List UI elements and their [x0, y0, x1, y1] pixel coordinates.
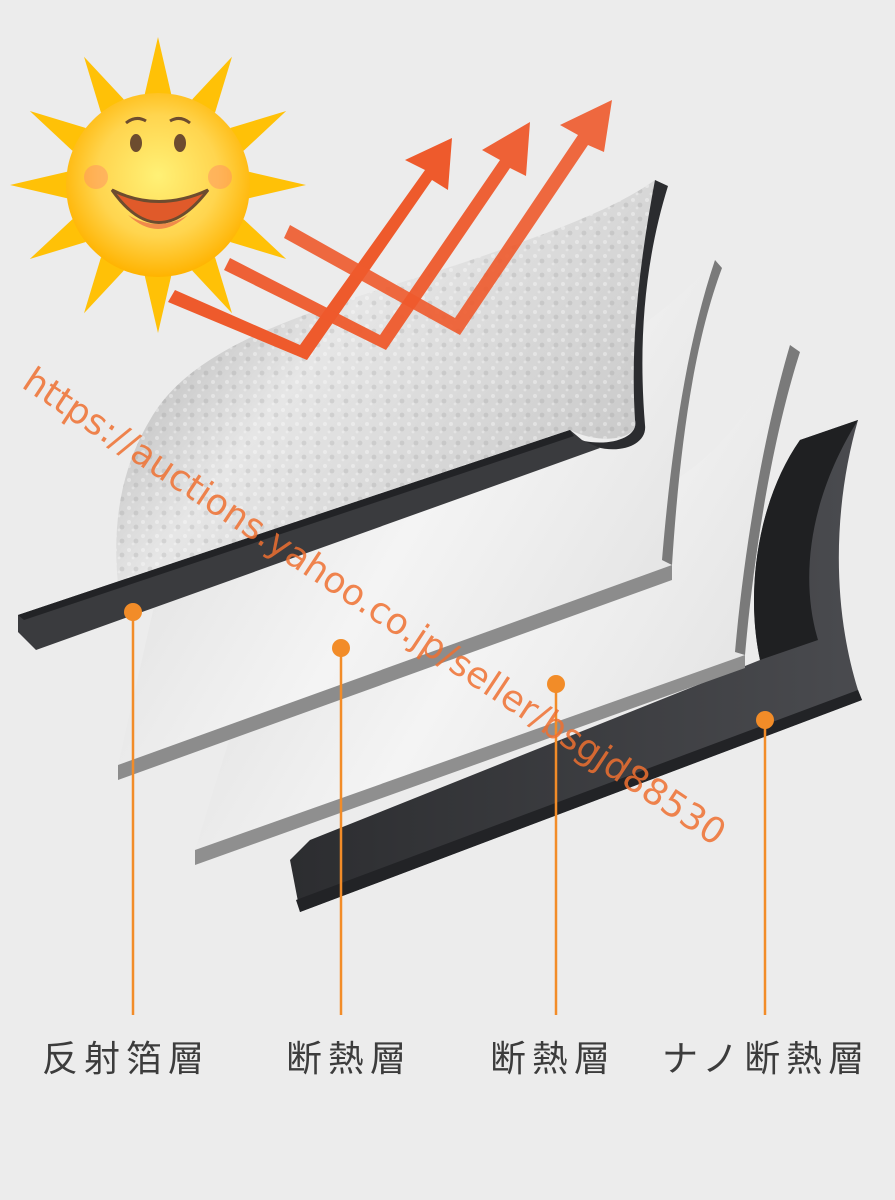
layer-label-reflective-foil: 反射箔層: [42, 1039, 211, 1080]
nano-insulation-layer: [290, 420, 862, 912]
heat-reflection-arrow-icon: [168, 100, 612, 360]
marker-dot-icon: [332, 639, 350, 657]
marker-dot-icon: [756, 711, 774, 729]
sun-icon: [10, 37, 306, 333]
marker-dot-icon: [547, 675, 565, 693]
layer-label-nano-insulation: ナノ断熱層: [662, 1039, 871, 1080]
reflective-foil-layer: [18, 180, 668, 650]
marker-dot-icon: [124, 603, 142, 621]
layer-label-insulation-2: 断熱層: [490, 1039, 617, 1080]
leader-lines: [131, 612, 767, 1015]
layer-label-insulation-1: 断熱層: [286, 1039, 413, 1080]
